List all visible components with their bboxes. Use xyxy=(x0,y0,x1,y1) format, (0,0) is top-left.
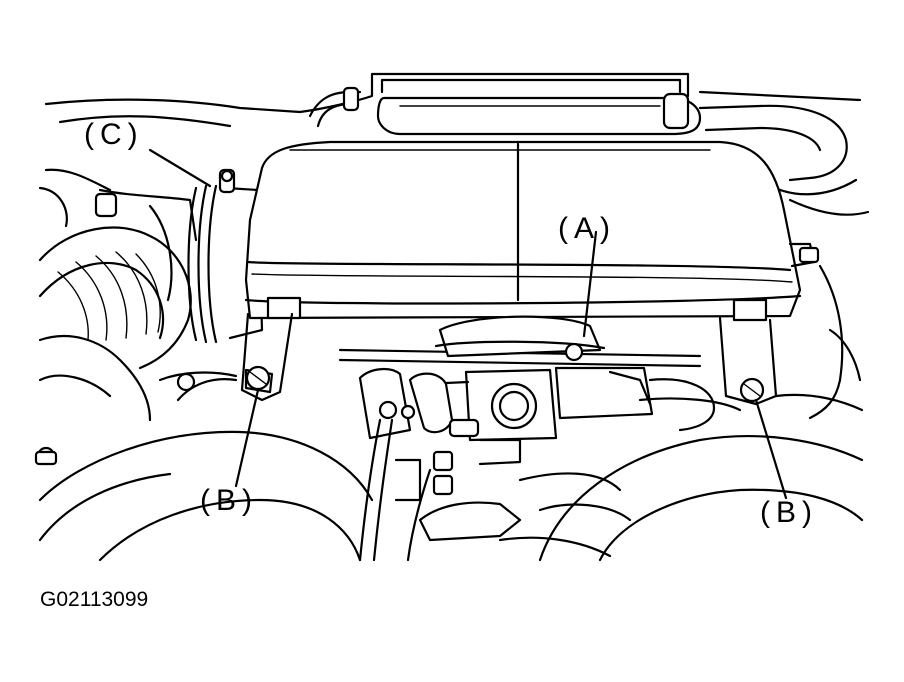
throttle-body xyxy=(338,230,716,562)
callout-b-right: (B) xyxy=(760,496,818,529)
callout-c: (C) xyxy=(84,118,144,151)
callout-b-left: (B) xyxy=(200,484,258,517)
left-hoses xyxy=(38,168,238,422)
leader-lines xyxy=(234,388,788,500)
upper-pipes xyxy=(44,72,870,216)
lower-components xyxy=(34,264,864,562)
callout-a: (A) xyxy=(558,212,616,245)
figure-id: G02113099 xyxy=(40,588,149,611)
air-cleaner-case xyxy=(244,140,820,322)
mounting-brackets xyxy=(240,312,778,406)
